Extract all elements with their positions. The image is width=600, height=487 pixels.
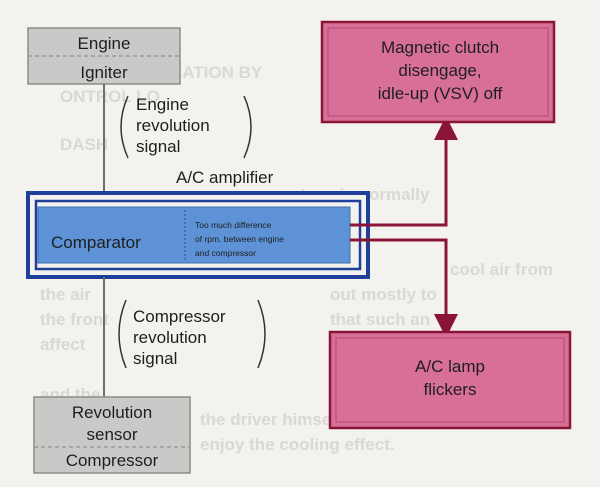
comparator-note-line2: of rpm. between engine (195, 234, 284, 244)
svg-text:revolution: revolution (136, 116, 210, 135)
svg-text:enjoy the cooling effect.: enjoy the cooling effect. (200, 435, 395, 454)
svg-text:CATION BY: CATION BY (170, 63, 263, 82)
output-lines (350, 116, 458, 338)
comparator-box: Comparator Too much difference of rpm. b… (37, 206, 351, 264)
svg-text:signal: signal (136, 137, 180, 156)
svg-text:revolution: revolution (133, 328, 207, 347)
revolution-sensor-box: Revolution sensor Compressor (33, 396, 191, 474)
lamp-line1: A/C lamp (415, 357, 485, 376)
revolution-label: Revolution (72, 403, 152, 422)
svg-text:ONTROL LO: ONTROL LO (60, 87, 160, 106)
svg-text:out mostly to: out mostly to (330, 285, 437, 304)
magnetic-clutch-box: Magnetic clutch disengage, idle-up (VSV)… (320, 20, 556, 124)
compressor-revolution-signal: Compressor revolution signal (118, 299, 266, 369)
amplifier-label: A/C amplifier (176, 168, 274, 187)
svg-text:affect: affect (40, 335, 86, 354)
engine-label: Engine (78, 34, 131, 53)
igniter-label: Igniter (80, 63, 128, 82)
clutch-line1: Magnetic clutch (381, 38, 499, 57)
svg-text:that such an: that such an (330, 310, 430, 329)
svg-text:Compressor: Compressor (133, 307, 226, 326)
svg-text:the front: the front (40, 310, 109, 329)
engine-revolution-signal: Engine revolution signal (120, 95, 252, 159)
clutch-line2: disengage, (398, 61, 481, 80)
comparator-note-line3: and compressor (195, 248, 256, 258)
svg-text:cool air from: cool air from (450, 260, 553, 279)
clutch-line3: idle-up (VSV) off (378, 84, 503, 103)
sensor-label: sensor (86, 425, 137, 444)
svg-text:DASH: DASH (60, 135, 108, 154)
comparator-note-line1: Too much difference (195, 220, 272, 230)
svg-text:Engine: Engine (136, 95, 189, 114)
comparator-label: Comparator (51, 233, 141, 252)
svg-text:the air: the air (40, 285, 91, 304)
ac-lamp-box: A/C lamp flickers (328, 330, 572, 430)
engine-igniter-box: Engine Igniter (27, 27, 181, 85)
compressor-label: Compressor (66, 451, 159, 470)
svg-text:signal: signal (133, 349, 177, 368)
lamp-line2: flickers (424, 380, 477, 399)
